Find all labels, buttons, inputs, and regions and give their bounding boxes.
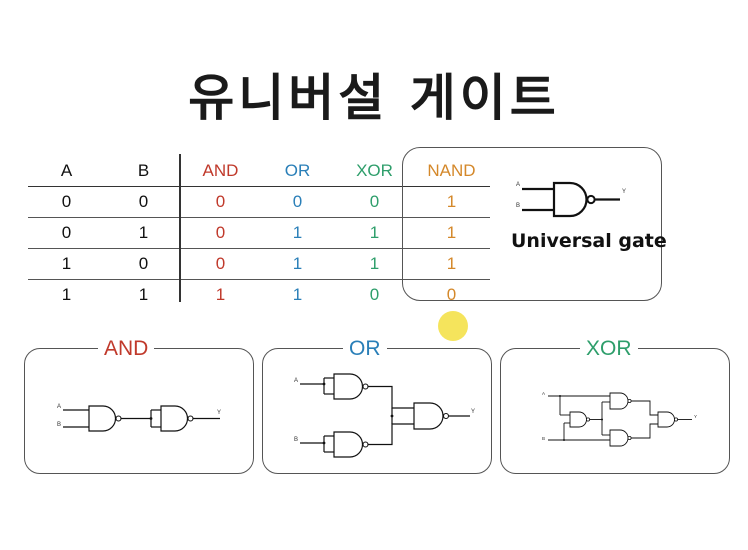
- page-title: 유니버설 게이트: [188, 69, 560, 127]
- or-input-b-label: B: [294, 437, 298, 443]
- cell-xor: 1: [336, 248, 413, 280]
- and-input-a-label: A: [57, 404, 61, 410]
- header-xor: XOR: [336, 156, 413, 187]
- table-row: 0 0 0 0 0 1: [28, 186, 490, 218]
- cell-xor: 1: [336, 217, 413, 249]
- cell-and: 1: [215, 285, 226, 304]
- input-a-label: A: [516, 182, 520, 188]
- header-b: B: [105, 156, 182, 187]
- cell-nand: 0: [446, 285, 457, 304]
- header-or: OR: [259, 156, 336, 187]
- and-input-b-label: B: [57, 422, 61, 428]
- xor-from-nand-circuit: A B Y: [542, 391, 697, 447]
- cell-or: 1: [259, 217, 336, 249]
- input-b-label: B: [516, 203, 520, 209]
- xor-input-a-label: A: [542, 391, 545, 396]
- xor-input-b-label: B: [542, 436, 545, 441]
- cell-b: 1: [105, 217, 182, 249]
- and-from-nand-circuit: A B Y: [57, 404, 221, 432]
- cell-b: 1: [138, 285, 149, 304]
- cell-b: 0: [105, 186, 182, 218]
- cell-xor: 0: [336, 186, 413, 218]
- cell-a: 1: [61, 285, 72, 304]
- xor-circuit-label: XOR: [580, 337, 638, 361]
- universal-gate-label: Universal gate: [511, 230, 667, 252]
- cell-xor: 0: [369, 285, 380, 304]
- header-a: A: [28, 156, 105, 187]
- truth-table-header: A B AND OR XOR NAND: [28, 156, 490, 187]
- and-output-y-label: Y: [217, 410, 221, 416]
- table-column-divider: [179, 154, 181, 302]
- cell-nand: 1: [413, 217, 490, 249]
- table-row: 1 0 0 1 1 1: [28, 248, 490, 280]
- or-output-y-label: Y: [471, 409, 475, 415]
- header-nand: NAND: [413, 156, 490, 187]
- cell-or: 1: [292, 285, 303, 304]
- xor-circuit-box: [500, 348, 730, 474]
- or-input-a-label: A: [294, 378, 298, 384]
- or-from-nand-circuit: A B Y: [294, 373, 475, 458]
- cell-nand: 1: [413, 186, 490, 218]
- cell-a: 1: [28, 248, 105, 280]
- and-circuit-label: AND: [98, 337, 155, 361]
- or-circuit-label: OR: [343, 337, 387, 361]
- cursor-highlight: [438, 311, 468, 341]
- table-row: 1 1 1 1 0 0: [28, 280, 490, 311]
- output-y-label: Y: [622, 189, 626, 195]
- nand-highlight-box: [402, 147, 662, 301]
- cell-b: 0: [105, 248, 182, 280]
- truth-table: A B AND OR XOR NAND 0 0 0 0 0 1 0 1 0 1 …: [28, 156, 490, 310]
- nand-gate-symbol: A B Y: [516, 181, 626, 218]
- cell-and: 0: [182, 248, 259, 280]
- cell-nand: 1: [413, 248, 490, 280]
- cell-a: 0: [28, 186, 105, 218]
- header-and: AND: [182, 156, 259, 187]
- cell-or: 0: [259, 186, 336, 218]
- cell-a: 0: [28, 217, 105, 249]
- cell-or: 1: [259, 248, 336, 280]
- table-row: 0 1 0 1 1 1: [28, 217, 490, 249]
- cell-and: 0: [182, 186, 259, 218]
- xor-output-y-label: Y: [694, 414, 697, 419]
- or-circuit-box: [262, 348, 492, 474]
- cell-and: 0: [182, 217, 259, 249]
